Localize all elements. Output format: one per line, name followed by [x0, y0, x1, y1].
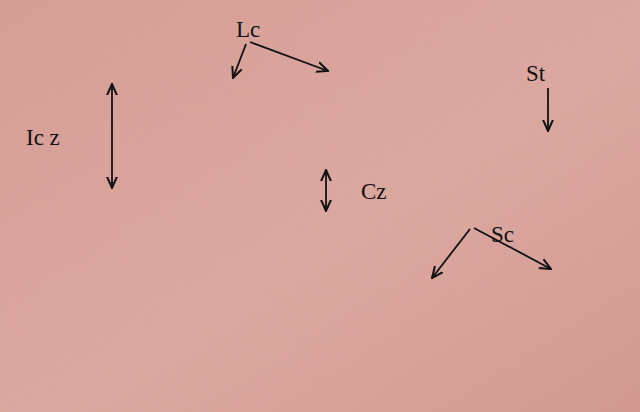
region-label: Lc	[236, 18, 260, 41]
region-label: Cz	[361, 180, 387, 203]
leader-arrows	[112, 42, 551, 278]
region-label: Ic z	[26, 126, 60, 149]
region-label: St	[526, 62, 545, 85]
region-label: Sc	[491, 223, 514, 246]
